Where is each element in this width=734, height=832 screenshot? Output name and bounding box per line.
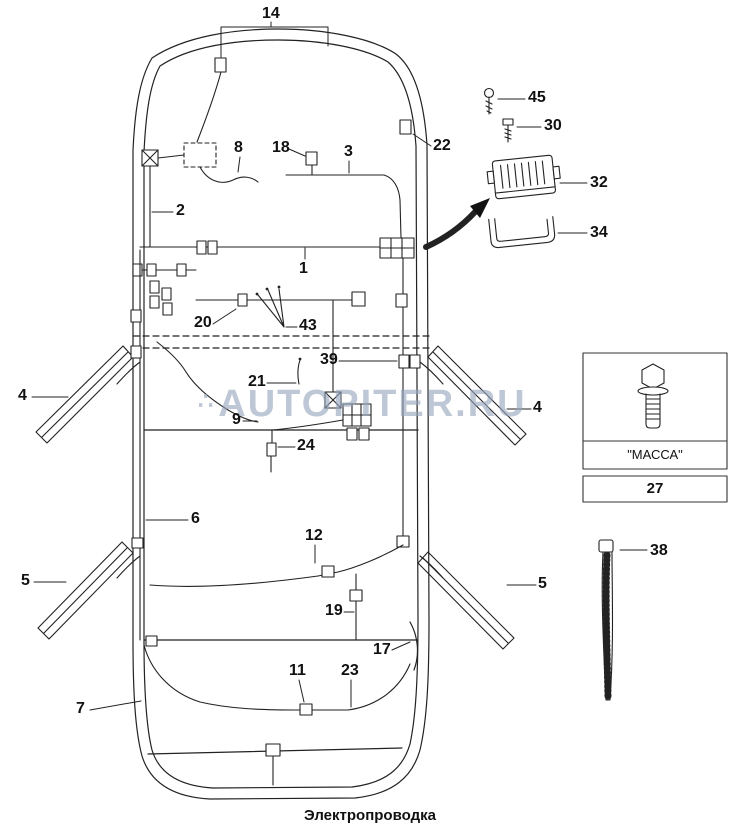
screw-icon bbox=[483, 87, 495, 115]
callout-5-right: 5 bbox=[538, 575, 547, 592]
ecu-module-icon bbox=[486, 154, 561, 200]
cable-tie-icon bbox=[598, 539, 614, 701]
callout-6: 6 bbox=[191, 510, 200, 527]
callout-43: 43 bbox=[299, 317, 317, 334]
direction-arrow-icon bbox=[423, 198, 490, 250]
callout-19: 19 bbox=[325, 602, 343, 619]
callout-21: 21 bbox=[248, 373, 266, 390]
callout-9: 9 bbox=[232, 411, 241, 428]
diagram-caption: Электропроводка bbox=[304, 807, 436, 824]
callout-17: 17 bbox=[373, 641, 391, 658]
door-front-left-icon bbox=[35, 345, 134, 444]
autopiter-logo-icon: ∴ bbox=[198, 388, 214, 415]
callout-7: 7 bbox=[76, 700, 85, 717]
callout-20: 20 bbox=[194, 314, 212, 331]
callout-22: 22 bbox=[433, 137, 451, 154]
callout-8: 8 bbox=[234, 139, 243, 156]
callout-5-left: 5 bbox=[21, 572, 30, 589]
callout-27: 27 bbox=[646, 480, 664, 497]
door-rear-left-icon bbox=[37, 541, 134, 640]
callout-4-right: 4 bbox=[533, 399, 542, 416]
bracket-icon bbox=[488, 216, 556, 249]
callout-34: 34 bbox=[590, 224, 608, 241]
callout-11: 11 bbox=[289, 662, 306, 679]
callout-3: 3 bbox=[344, 143, 353, 160]
watermark-text: AUTOPITER.RU bbox=[218, 383, 527, 425]
callout-45: 45 bbox=[528, 89, 546, 106]
door-front-right-icon bbox=[427, 345, 527, 446]
ground-label: "МАССА" bbox=[627, 447, 683, 462]
callout-39: 39 bbox=[320, 351, 338, 368]
bolt-icon bbox=[502, 118, 514, 143]
wiring-harness-icon bbox=[116, 57, 444, 786]
ground-panel bbox=[582, 352, 728, 503]
callout-1: 1 bbox=[299, 260, 308, 277]
callout-38: 38 bbox=[650, 542, 668, 559]
door-rear-right-icon bbox=[417, 551, 515, 650]
callout-24: 24 bbox=[297, 437, 315, 454]
leader-lines bbox=[31, 21, 648, 711]
ground-bolt-icon bbox=[637, 363, 669, 429]
callout-12: 12 bbox=[305, 527, 323, 544]
watermark: ∴AUTOPITER.RU bbox=[198, 383, 527, 426]
callout-2: 2 bbox=[176, 202, 185, 219]
callout-18: 18 bbox=[272, 139, 290, 156]
callout-14: 14 bbox=[262, 5, 280, 22]
callout-4-left: 4 bbox=[18, 387, 27, 404]
callout-23: 23 bbox=[341, 662, 359, 679]
callout-32: 32 bbox=[590, 174, 608, 191]
callout-30: 30 bbox=[544, 117, 562, 134]
